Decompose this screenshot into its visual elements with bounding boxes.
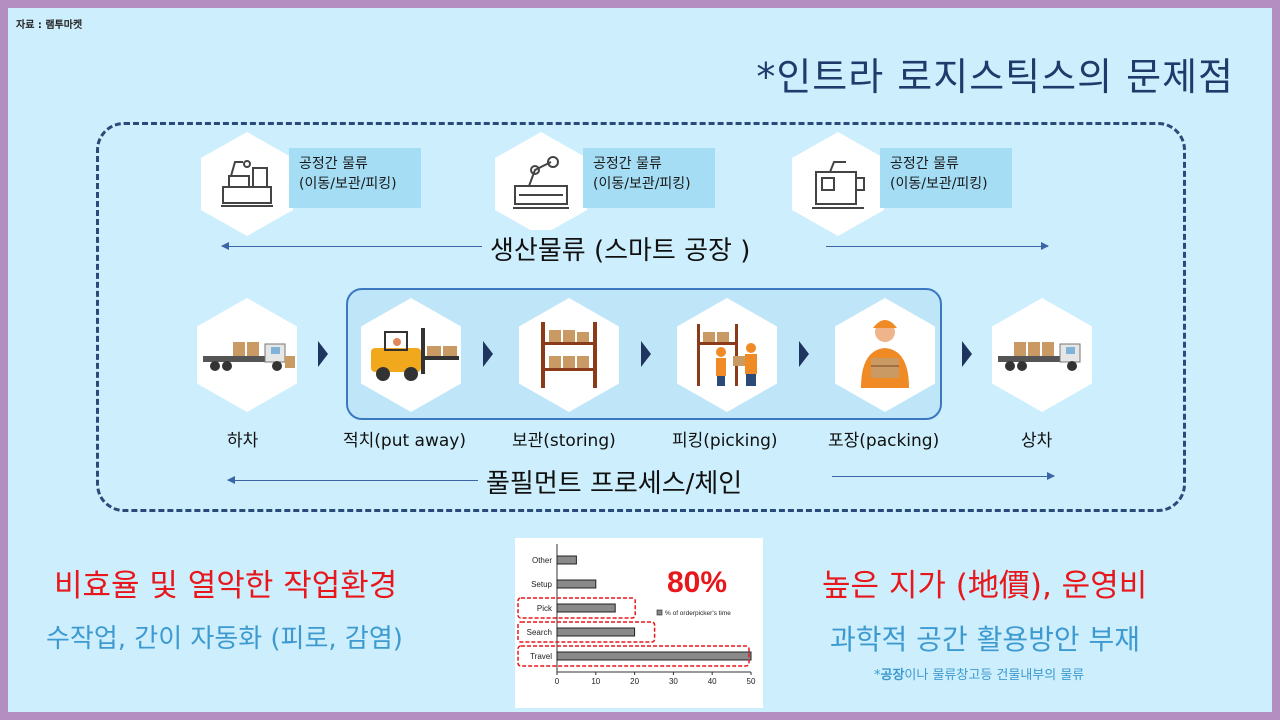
process-box-line2: (이동/보관/피킹) xyxy=(890,176,988,192)
chevron-right-icon xyxy=(318,341,328,367)
step-hex-storing xyxy=(519,298,619,412)
picking-worker-icon xyxy=(697,324,757,386)
chart-x-tick-label: 20 xyxy=(630,677,639,686)
chart-annotation-big: 80% xyxy=(667,566,727,599)
chart-category-label: Other xyxy=(532,556,552,565)
footnote: *공장이나 물류창고등 건물내부의 물류 xyxy=(874,664,1084,683)
space-utilization-subtitle: 과학적 공간 활용방안 부재 xyxy=(830,623,1141,656)
chart-bar xyxy=(556,579,597,589)
chart-category-label: Setup xyxy=(531,580,552,589)
chart-highlight-box xyxy=(517,597,636,619)
inefficiency-heading-part1: 비효율 및 열악한 xyxy=(54,568,284,604)
chart-x-tick-label: 50 xyxy=(747,677,756,686)
step-label: 하차 xyxy=(227,431,259,451)
production-arrow-left xyxy=(221,242,482,250)
chart-category-label: Pick xyxy=(537,604,553,613)
chart-bar xyxy=(556,555,577,565)
footnote-star: * xyxy=(874,668,881,683)
slide: 자료 : 램투마켓 *인트라 로지스틱스의 문제점 공정간 물류 (이동/보관/… xyxy=(8,8,1272,712)
production-label: 생산물류 (스마트 공장 ) xyxy=(484,230,757,267)
chart-x-tick-label: 30 xyxy=(669,677,678,686)
fulfillment-arrow-right xyxy=(832,472,1055,480)
chevron-right-icon xyxy=(799,341,809,367)
footnote-bold: 공장 xyxy=(880,668,905,683)
production-arrow-right xyxy=(826,242,1049,250)
manual-work-subtitle: 수작업, 간이 자동화 (피로, 감염) xyxy=(46,624,403,654)
fulfillment-arrow-left xyxy=(227,476,478,484)
chart-x-tick-label: 40 xyxy=(708,677,717,686)
chevron-right-icon xyxy=(483,341,493,367)
chart-bar xyxy=(556,627,636,637)
chart-bar xyxy=(556,651,752,661)
process-box-line1: 공정간 물류 xyxy=(299,156,368,172)
land-cost-heading: 높은 지가 (地價), 운영비 xyxy=(822,568,1148,604)
chart-highlight-box xyxy=(517,621,656,643)
chart-category-label: Search xyxy=(527,628,552,637)
step-label: 적치(put away) xyxy=(343,431,466,451)
chart-bar xyxy=(556,603,616,613)
chevron-right-icon xyxy=(962,341,972,367)
truck-icon xyxy=(203,342,295,371)
chart-legend-swatch xyxy=(656,609,663,616)
step-label: 상차 xyxy=(1021,431,1053,451)
process-box-line2: (이동/보관/피킹) xyxy=(593,176,691,192)
inefficiency-heading: 비효율 및 열악한 작업환경 xyxy=(54,560,397,605)
process-box-2: 공정간 물류 (이동/보관/피킹) xyxy=(583,148,715,208)
step-label: 보관(storing) xyxy=(512,431,616,451)
chart-highlight-box xyxy=(517,645,750,667)
step-label: 포장(packing) xyxy=(828,431,940,451)
chart-annotation-small: % of orderpicker's time xyxy=(665,610,731,617)
step-hex-packing xyxy=(835,298,935,412)
step-label: 피킹(picking) xyxy=(672,431,778,451)
forklift-icon xyxy=(371,328,459,381)
footnote-rest: 이나 물류창고등 건물내부의 물류 xyxy=(904,668,1085,683)
process-box-line1: 공정간 물류 xyxy=(593,156,662,172)
truck-icon xyxy=(998,342,1081,371)
process-box-1: 공정간 물류 (이동/보관/피킹) xyxy=(289,148,421,208)
shelf-icon xyxy=(541,322,597,388)
page-title: *인트라 로지스틱스의 문제점 xyxy=(756,55,1234,99)
robot-arm-icon xyxy=(513,156,569,209)
chart-category-label: Travel xyxy=(530,652,552,661)
process-frame xyxy=(96,122,1186,512)
process-box-3: 공정간 물류 (이동/보관/피킹) xyxy=(880,148,1012,208)
fulfillment-label: 풀필먼트 프로세스/체인 xyxy=(480,463,749,500)
step-hex-picking xyxy=(677,298,777,412)
source-note: 자료 : 램투마켓 xyxy=(16,20,83,31)
chevron-right-icon xyxy=(641,341,651,367)
process-box-line1: 공정간 물류 xyxy=(890,156,959,172)
cnc-machine-icon xyxy=(812,161,865,209)
process-box-line2: (이동/보관/피킹) xyxy=(299,176,397,192)
packing-worker-icon xyxy=(861,320,909,388)
inefficiency-heading-part2: 작업환경 xyxy=(283,568,398,604)
machine-icon xyxy=(221,160,273,207)
chart-x-tick-label: 0 xyxy=(555,677,560,686)
chart-x-tick-label: 10 xyxy=(591,677,600,686)
